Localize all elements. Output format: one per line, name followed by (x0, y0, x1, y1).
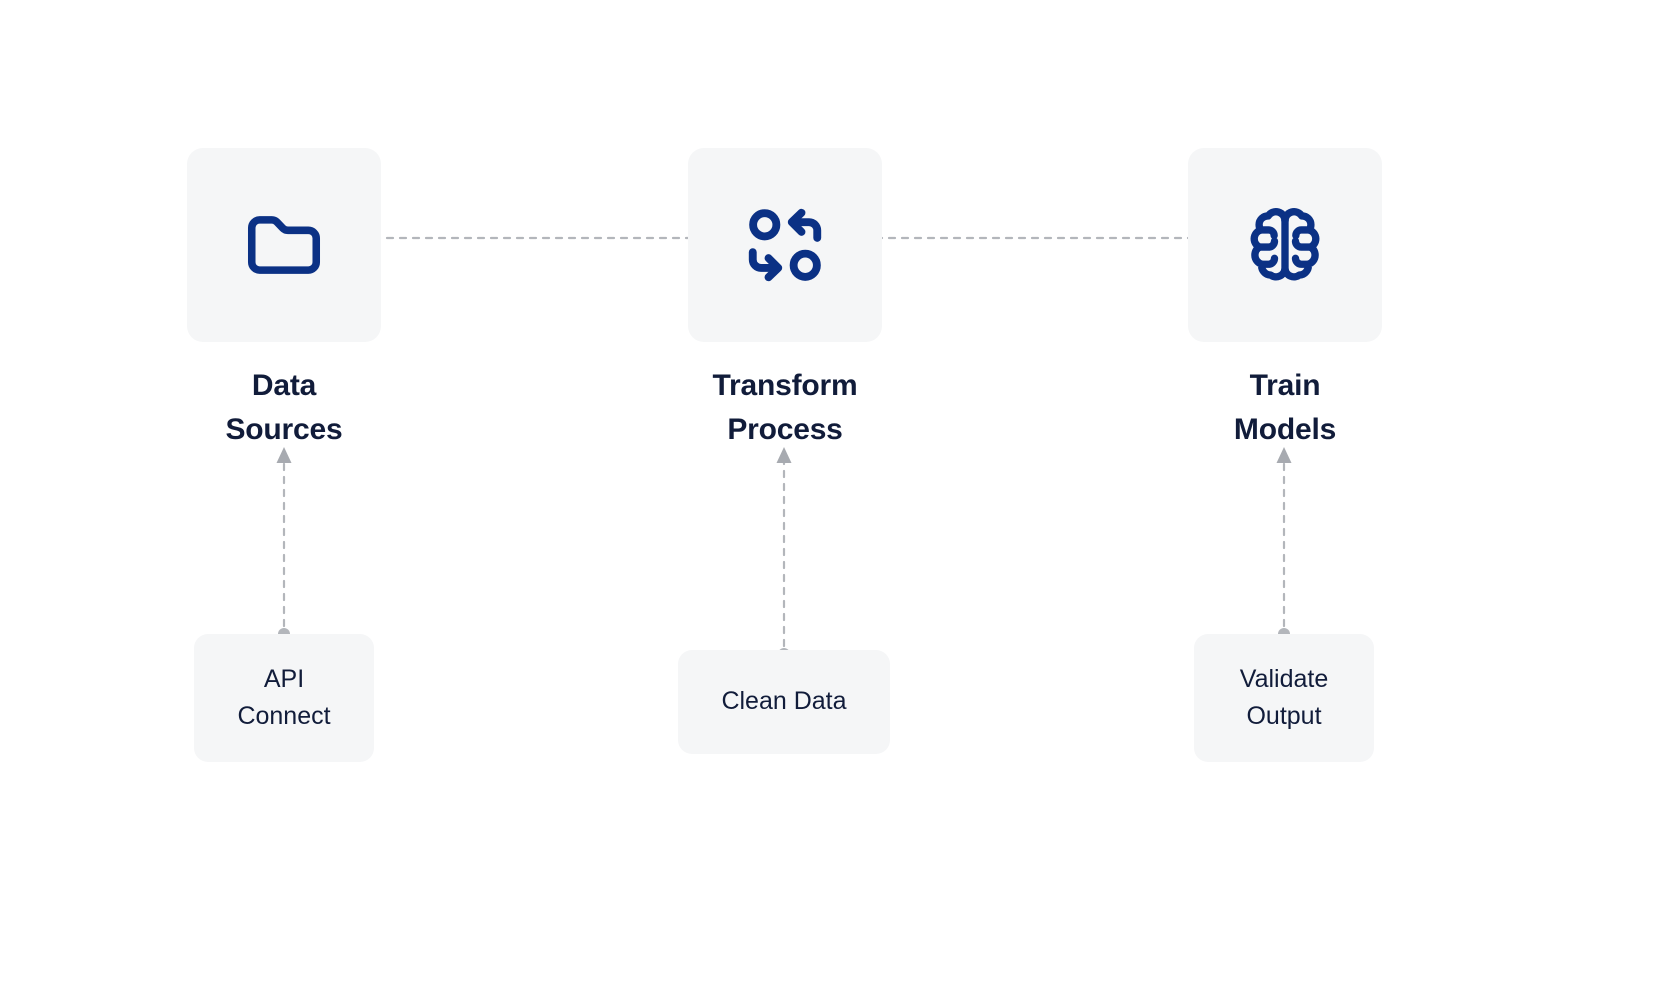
transform-arrows-icon (740, 200, 830, 290)
subnode-label-api-connect: API Connect (237, 664, 331, 731)
connector-clean-data-to-transform-process (764, 446, 804, 662)
data-sources-icon-card[interactable] (187, 148, 381, 342)
subnode-label-clean-data: Clean Data (721, 687, 847, 716)
node-label-train-models: Train Models (1233, 369, 1337, 447)
transform-process-icon-card[interactable] (688, 148, 882, 342)
node-label-transform-process: Transform Process (712, 369, 858, 447)
subnode-label-validate-output: Validate Output (1239, 664, 1329, 731)
connector-api-connect-to-data-sources (264, 446, 304, 642)
brain-icon (1243, 203, 1327, 287)
node-train-models[interactable]: Train Models (1155, 148, 1415, 453)
subnode-validate-output[interactable]: Validate Output (1194, 634, 1374, 762)
connector-validate-output-to-train-models (1264, 446, 1304, 642)
node-label-data-sources: Data Sources (225, 369, 343, 447)
node-transform-process[interactable]: Transform Process (655, 148, 915, 453)
subnode-api-connect[interactable]: API Connect (194, 634, 374, 762)
node-data-sources[interactable]: Data Sources (154, 148, 414, 453)
subnode-clean-data[interactable]: Clean Data (678, 650, 890, 754)
folder-icon (241, 202, 327, 288)
train-models-icon-card[interactable] (1188, 148, 1382, 342)
